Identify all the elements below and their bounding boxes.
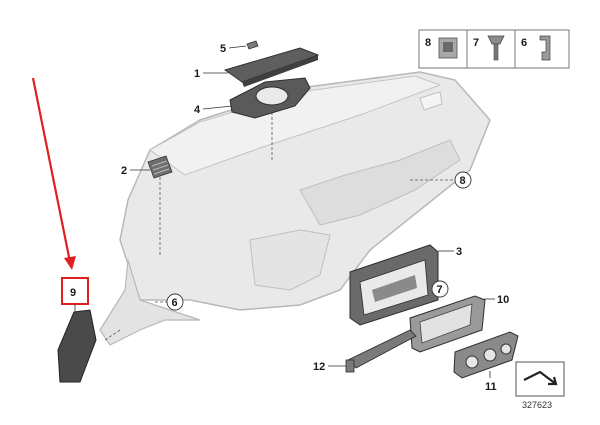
part-5-clip <box>246 40 259 50</box>
svg-text:6: 6 <box>172 297 178 309</box>
svg-text:9: 9 <box>70 287 76 299</box>
callout-4: 4 <box>194 104 233 116</box>
svg-text:3: 3 <box>456 246 462 258</box>
legend-number-7: 7 <box>473 37 479 49</box>
svg-text:7: 7 <box>437 284 443 296</box>
part-4-bracket <box>229 77 311 119</box>
clip-nut-icon <box>438 37 458 59</box>
callout-2: 2 <box>121 165 150 177</box>
callout-10: 10 <box>484 294 509 306</box>
svg-text:5: 5 <box>220 43 226 55</box>
callout-1: 1 <box>194 68 228 80</box>
part-12-bracket <box>345 329 417 373</box>
return-arrow-icon <box>523 370 558 386</box>
svg-text:8: 8 <box>460 175 466 187</box>
part-2-vent <box>147 155 173 179</box>
legend-number-8: 8 <box>425 37 431 49</box>
diagram-reference: 327623 <box>515 361 565 410</box>
parts-legend: 8 7 6 <box>418 29 570 69</box>
svg-text:12: 12 <box>313 361 325 373</box>
callout-3: 3 <box>438 246 462 258</box>
callout-9: 9 <box>70 287 76 312</box>
svg-text:4: 4 <box>194 104 201 116</box>
callout-11: 11 <box>485 371 497 393</box>
dashboard-panel <box>99 71 491 346</box>
part-1-top-cover <box>223 47 320 87</box>
callout-7: 7 <box>431 280 449 298</box>
diagram-number: 327623 <box>522 400 552 410</box>
highlight-arrow <box>31 77 76 270</box>
bracket-clip-icon <box>539 35 551 61</box>
part-10-trim-panel <box>409 295 486 353</box>
part-9-side-cover <box>57 309 97 383</box>
callout-8: 8 <box>454 171 472 189</box>
screw-icon <box>487 35 505 61</box>
svg-text:10: 10 <box>497 294 509 306</box>
part-3-radio-frame <box>349 244 439 326</box>
part-11-control-panel <box>453 331 519 379</box>
svg-text:2: 2 <box>121 165 127 177</box>
svg-text:1: 1 <box>194 68 200 80</box>
callout-6: 6 <box>166 293 184 311</box>
callout-5: 5 <box>220 43 247 55</box>
legend-number-6: 6 <box>521 37 527 49</box>
svg-text:11: 11 <box>485 381 497 393</box>
callout-12: 12 <box>313 361 346 373</box>
